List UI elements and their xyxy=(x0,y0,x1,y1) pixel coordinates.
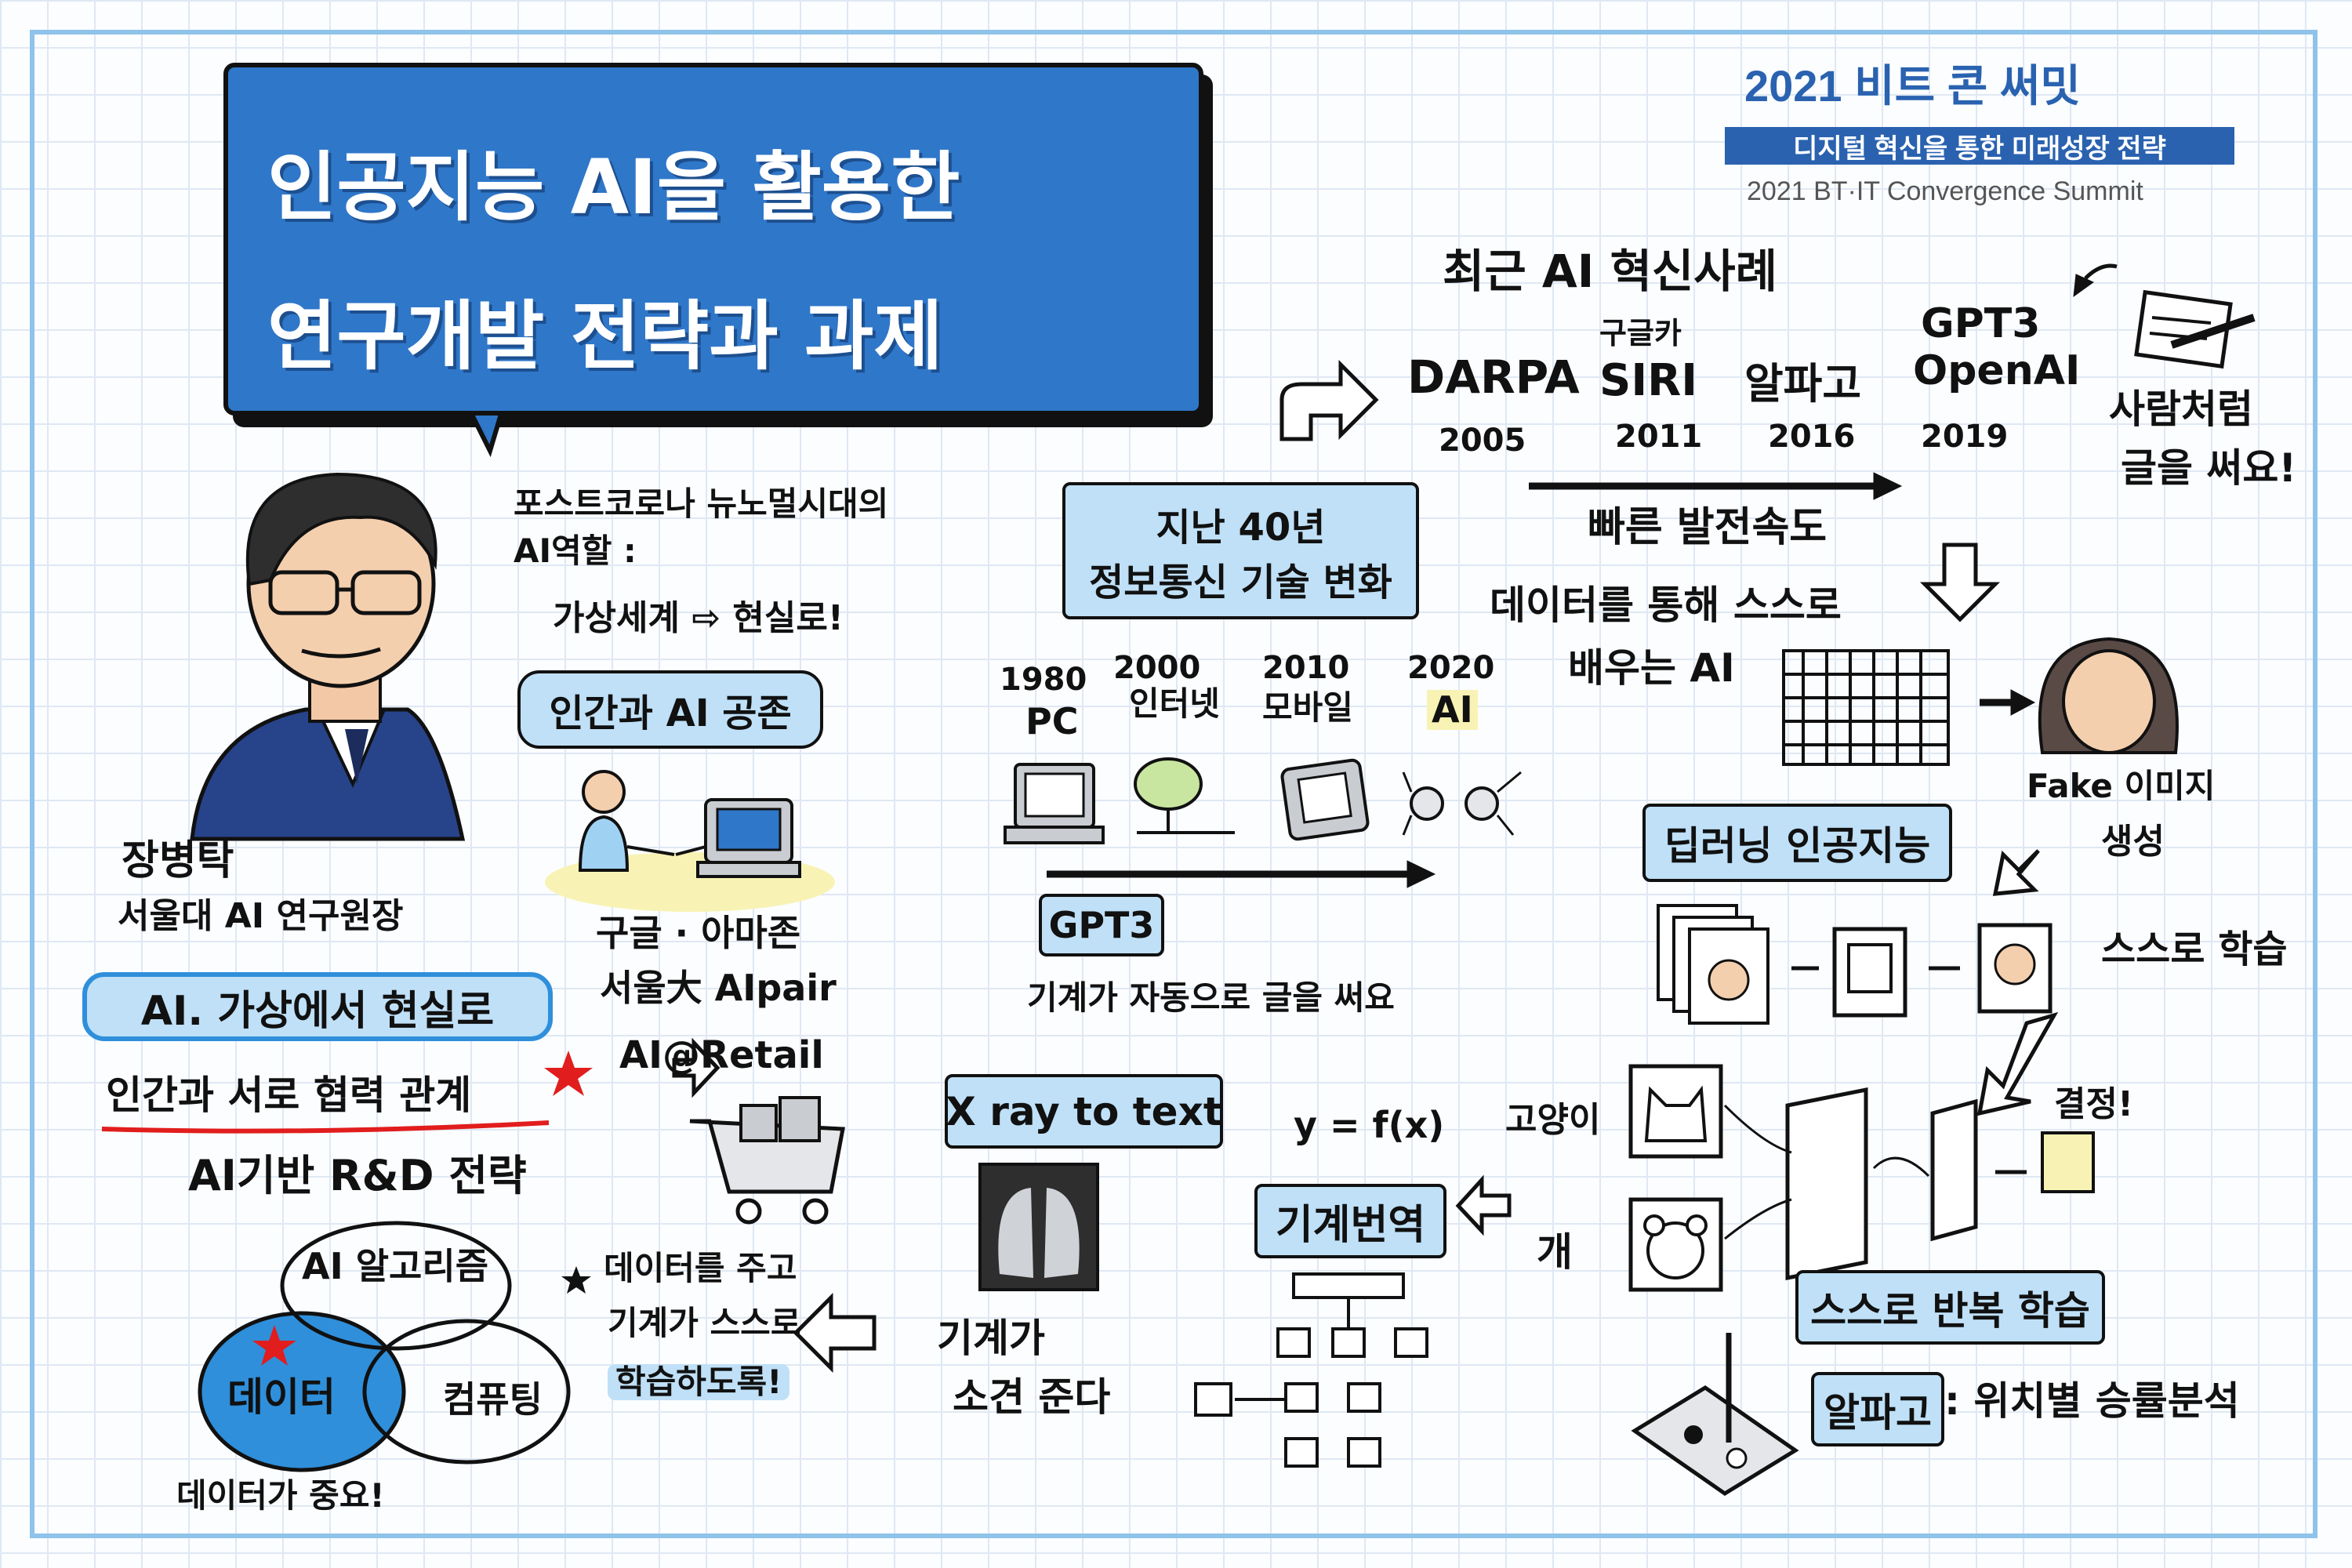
case-openai: OpenAI xyxy=(1913,347,2081,394)
era-label-internet: 인터넷 xyxy=(1129,684,1220,723)
data-important-text: 데이터가 중요! xyxy=(176,1476,385,1515)
classification-network xyxy=(1628,1064,2095,1292)
fake-image-line-1: Fake 이미지 xyxy=(2027,767,2216,805)
case-siri: SIRI xyxy=(1599,355,1698,406)
speaker-portrait xyxy=(190,472,466,841)
xray-lungs-icon xyxy=(978,1163,1099,1291)
red-emphasis xyxy=(101,1051,593,1294)
speaker-name: 장병탁 xyxy=(122,837,234,884)
era-year-2010: 2010 xyxy=(1262,650,1350,686)
venn-label-algorithm: AI 알고리즘 xyxy=(302,1245,489,1287)
dog-label: 개 xyxy=(1537,1229,1573,1275)
repeat-learning-label: 스스로 반복 학습 xyxy=(1795,1270,2105,1345)
auto-write-text: 기계가 자동으로 글을 써요 xyxy=(1027,978,1395,1017)
cooperation-text: 인간과 서로 협력 관계 xyxy=(106,1073,472,1118)
position-analysis-text: : 위치별 승률분석 xyxy=(1944,1378,2240,1424)
border-frame xyxy=(30,30,2318,1538)
coexist-label: 인간과 AI 공존 xyxy=(517,670,823,749)
self-learning-line-1: 데이터를 통해 스스로 xyxy=(1490,583,1842,628)
tech40-label-line-2: 정보통신 기술 변화 xyxy=(1089,560,1392,604)
timeline-arrows xyxy=(1047,263,2118,888)
era-label-ai: AI xyxy=(1427,690,1478,730)
pen-paper-icon xyxy=(2134,289,2256,369)
translation-label: 기계번역 xyxy=(1254,1184,1446,1258)
case-siri-year: 2011 xyxy=(1615,419,1703,455)
opinion-line-2: 소견 준다 xyxy=(953,1374,1111,1420)
fast-speed-text: 빠른 발전속도 xyxy=(1588,504,1828,551)
formula-text: y = f(x) xyxy=(1294,1104,1445,1146)
era-year-2020: 2020 xyxy=(1407,650,1495,686)
case-googlecar: 구글카 xyxy=(1599,316,1682,350)
companies-line-2: 서울大 AIpair xyxy=(600,967,837,1009)
cat-label: 고양이 xyxy=(1505,1100,1601,1140)
fake-face-icon xyxy=(2038,637,2179,754)
era-icons xyxy=(1004,757,1522,844)
alphago-label: 알파고 xyxy=(1811,1372,1944,1446)
summit-english: 2021 BT·IT Convergence Summit xyxy=(1747,176,2143,206)
case-darpa-year: 2005 xyxy=(1439,423,1526,459)
data-learning-line-1: 데이터를 주고 xyxy=(604,1249,797,1287)
translation-tree-icon xyxy=(1194,1272,1428,1468)
era-year-1980: 1980 xyxy=(1000,662,1087,698)
venn-label-computing: 컴퓨팅 xyxy=(443,1378,543,1421)
virtual-to-real-text: 가상세계 ⇨ 현실로! xyxy=(553,598,844,638)
title-line-1: 인공지능 AI을 활용한 xyxy=(267,143,960,231)
opinion-line-1: 기계가 xyxy=(937,1316,1045,1361)
case-darpa: DARPA xyxy=(1407,350,1580,404)
strategy-text: AI기반 R&D 전략 xyxy=(188,1151,527,1200)
era-year-2000: 2000 xyxy=(1113,650,1201,686)
data-learning-line-3: 학습하도록! xyxy=(608,1363,790,1401)
speaker-affiliation: 서울대 AI 연구원장 xyxy=(118,896,404,936)
write-like-human-line-2: 글을 써요! xyxy=(2121,445,2297,491)
companies-line-1: 구글 · 아마존 xyxy=(596,912,801,954)
venn-label-data: 데이터 xyxy=(227,1374,336,1420)
case-gpt3: GPT3 xyxy=(1921,300,2041,347)
self-study-text: 스스로 학습 xyxy=(2101,927,2288,971)
case-gpt3-year: 2019 xyxy=(1921,419,2009,455)
case-alphago: 알파고 xyxy=(1744,359,1862,408)
title-line-2: 연구개발 전략과 과제 xyxy=(267,292,943,380)
highlight-ai-virtual-to-real: AI. 가상에서 현실로 xyxy=(82,972,553,1041)
era-label-pc: PC xyxy=(1025,700,1079,742)
arrows xyxy=(672,359,2059,1374)
tech40-label: 지난 40년 정보통신 기술 변화 xyxy=(1062,482,1419,619)
data-learning-line-2: 기계가 스스로 xyxy=(608,1304,801,1342)
title-banner: 인공지능 AI을 활용한 연구개발 전략과 과제 xyxy=(223,63,1203,416)
go-board-icon xyxy=(1631,1333,1799,1496)
era-label-mobile: 모바일 xyxy=(1262,688,1353,727)
write-like-human-line-1: 사람처럼 xyxy=(2109,387,2253,432)
xray-label: X ray to text xyxy=(945,1074,1223,1149)
self-learning-line-2: 배우는 AI xyxy=(1568,645,1735,691)
post-corona-line-2: AI역할 : xyxy=(514,532,637,570)
tech40-label-line-1: 지난 40년 xyxy=(1156,505,1326,550)
shopping-cart-icon xyxy=(689,1096,845,1225)
human-ai-handshake xyxy=(545,770,835,912)
image-stack-icons xyxy=(1657,904,2053,1025)
case-alphago-year: 2016 xyxy=(1768,419,1856,455)
venn-diagram xyxy=(198,1221,571,1472)
gpt3-label: GPT3 xyxy=(1039,894,1164,956)
retail-text: AI@Retail xyxy=(619,1033,824,1077)
deep-learning-label: 딥러닝 인공지능 xyxy=(1642,804,1952,882)
post-corona-line-1: 포스트코로나 뉴노멀시대의 xyxy=(514,485,889,523)
summit-title: 2021 비트 콘 써밋 xyxy=(1744,61,2081,111)
recent-ai-heading: 최근 AI 혁신사례 xyxy=(1443,245,1778,298)
neural-grid xyxy=(1782,649,1950,766)
decision-label: 결정! xyxy=(2054,1084,2134,1124)
summit-subtitle: 디지털 혁신을 통한 미래성장 전략 xyxy=(1725,127,2234,165)
fake-image-line-2: 생성 xyxy=(2101,822,2165,862)
